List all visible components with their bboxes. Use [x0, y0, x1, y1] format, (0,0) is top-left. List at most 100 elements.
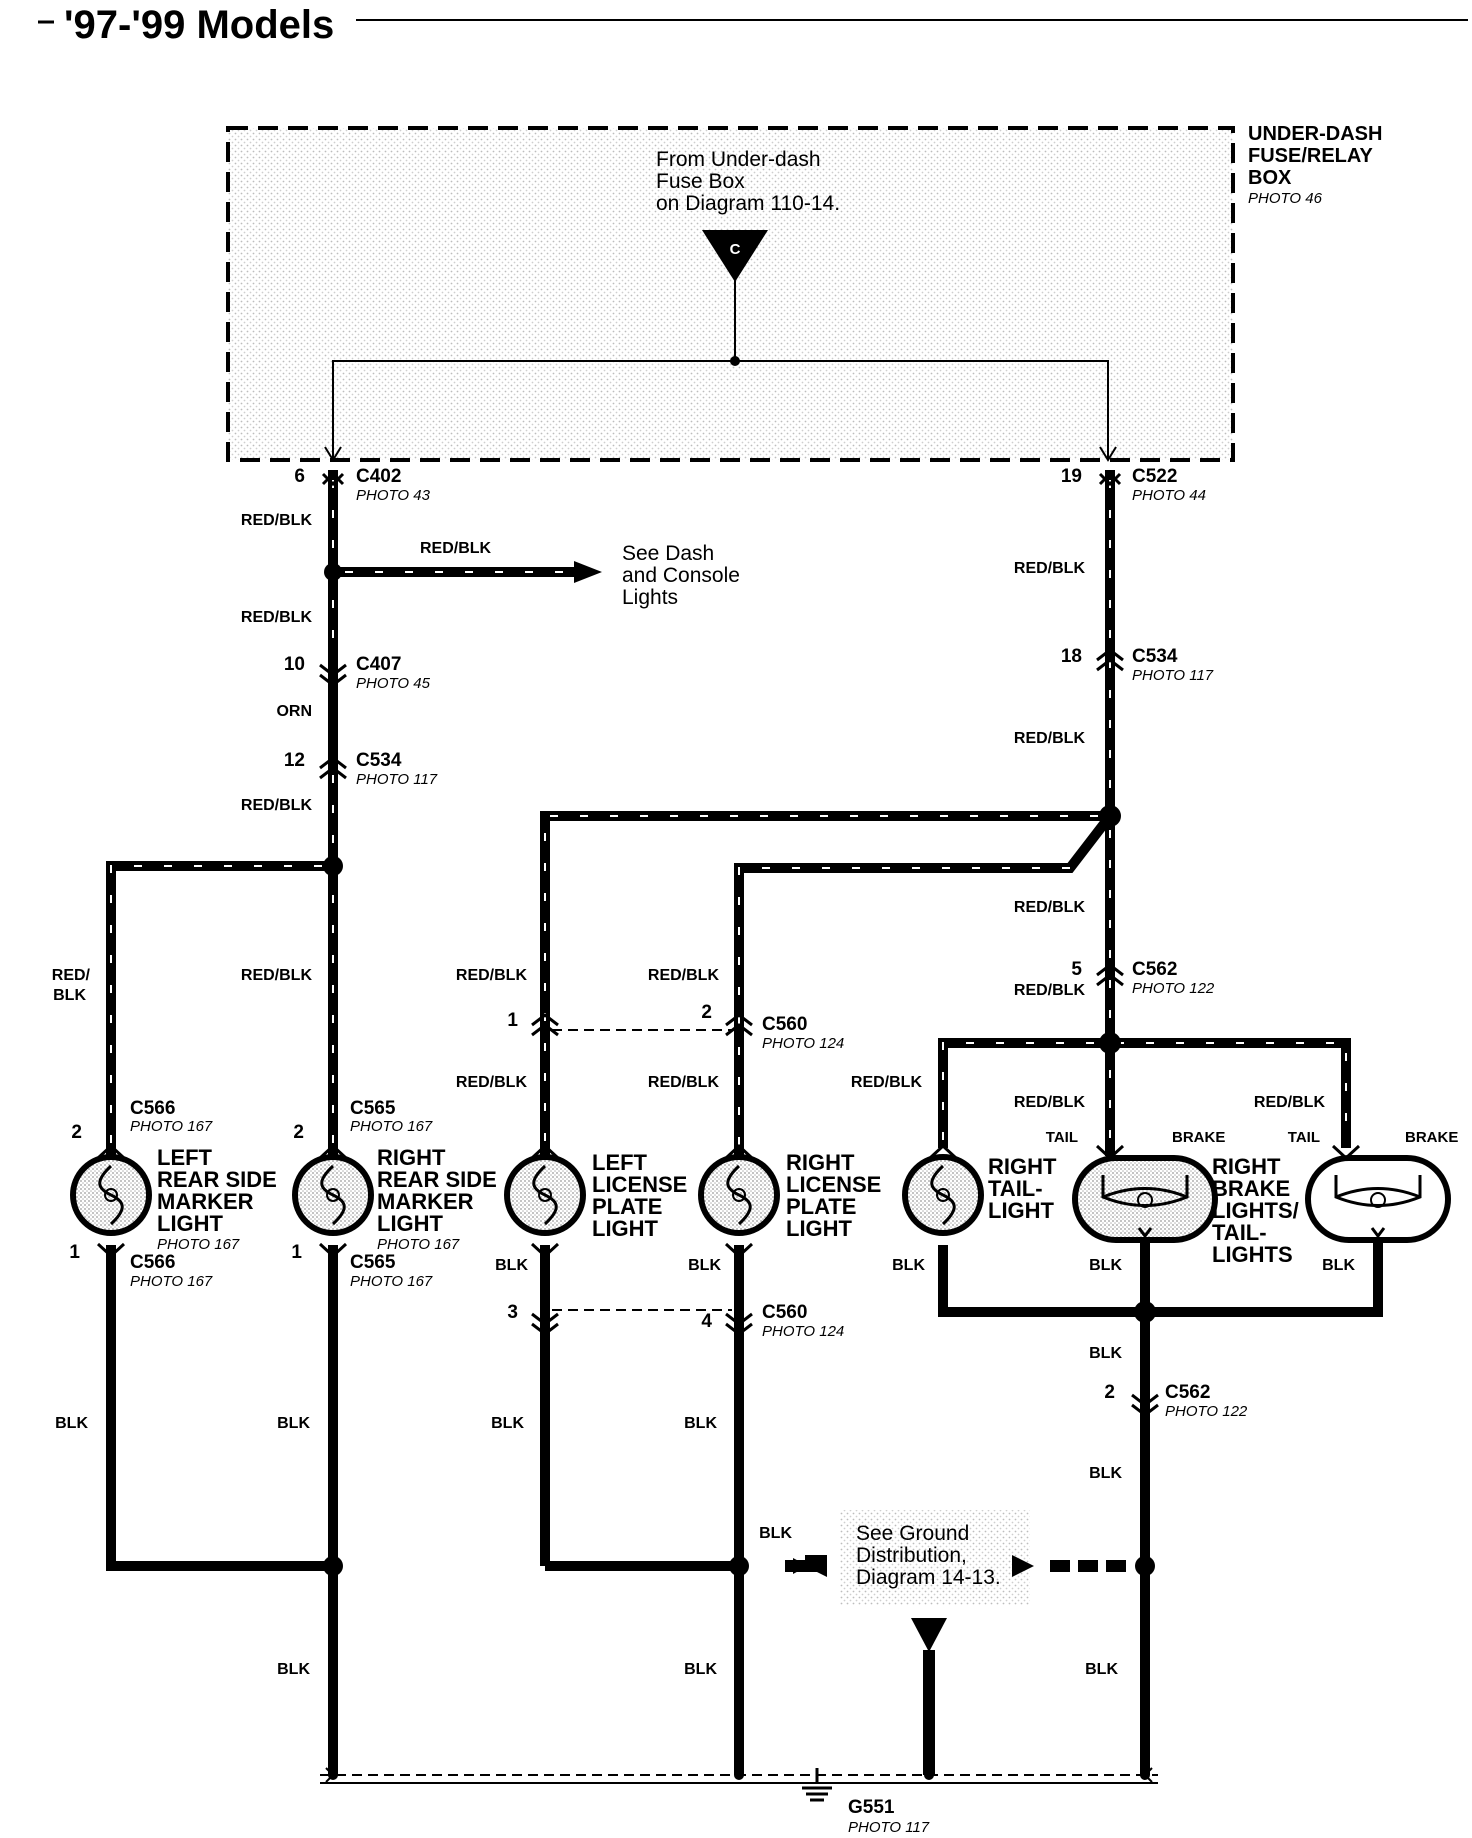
connector-photo: PHOTO 122 [1165, 1403, 1248, 1420]
pin-label: 1 [69, 1242, 80, 1263]
connector-photo: PHOTO 43 [356, 487, 431, 504]
connector-name: C562 [1165, 1382, 1210, 1403]
connector-name: C566 [130, 1098, 175, 1119]
left-license-label: LIGHT [592, 1216, 659, 1241]
source-note-1: From Under-dash [656, 148, 821, 171]
left-license-label: LICENSE [592, 1172, 687, 1197]
wire-color-label: BLK [491, 1415, 524, 1432]
fuse-box-label-3: BOX [1248, 167, 1292, 189]
fuse-box-label-2: FUSE/RELAY [1248, 145, 1374, 167]
source-marker-triangle [702, 230, 768, 282]
source-note-2: Fuse Box [656, 170, 745, 193]
right-marker-label: REAR SIDE [377, 1167, 497, 1192]
source-marker-label: C [730, 241, 741, 258]
right-tail-label: RIGHT [988, 1154, 1057, 1179]
connector-name: C534 [1132, 646, 1178, 667]
component-labels: LEFT REAR SIDE MARKER LIGHT PHOTO 167 RI… [157, 1129, 1458, 1267]
right-marker-photo: PHOTO 167 [377, 1236, 460, 1253]
connector-name: C560 [762, 1014, 807, 1035]
connector-photo: PHOTO 167 [350, 1273, 433, 1290]
connector-name: C407 [356, 654, 401, 675]
connector-photo: PHOTO 124 [762, 1323, 844, 1340]
wire-color-label: BLK [684, 1661, 717, 1678]
brake-label: LIGHTS [1212, 1242, 1293, 1267]
pin-label: 2 [71, 1122, 82, 1143]
left-license-label: LEFT [592, 1150, 648, 1175]
left-marker-bulb [70, 1154, 152, 1236]
wire-color-label: RED/BLK [241, 967, 313, 984]
ground-note-3: Diagram 14-13. [856, 1566, 1001, 1589]
connector-name: C534 [356, 750, 402, 771]
wire-color-label: BLK [688, 1257, 721, 1274]
pin-label: 1 [291, 1242, 302, 1263]
wire-color-label: RED/BLK [241, 512, 313, 529]
pin-label: 5 [1071, 959, 1082, 980]
pin-label: 2 [701, 1002, 712, 1023]
connector-c560-links [552, 1029, 732, 1311]
pin-label: 18 [1061, 646, 1082, 667]
wire-color-label: RED/BLK [1014, 899, 1086, 916]
wire-color-label: BLK [759, 1525, 792, 1542]
source-note-3: on Diagram 110-14. [656, 192, 840, 215]
connector-symbols [96, 471, 1361, 1417]
wire-color-label: RED/BLK [1014, 730, 1086, 747]
pin-label: 2 [1104, 1382, 1115, 1403]
wire-color-label: RED/BLK [1014, 560, 1086, 577]
wire-color-label: BLK [1089, 1257, 1122, 1274]
left-license-label: PLATE [592, 1194, 662, 1219]
connector-photo: PHOTO 167 [130, 1273, 213, 1290]
dash-note-3: Lights [622, 586, 678, 609]
wire-color-label: RED/BLK [241, 609, 313, 626]
wire-color-label: BLK [1089, 1465, 1122, 1482]
connector-labels: 6 C402 PHOTO 43 19 C522 PHOTO 44 10 C407… [69, 466, 1247, 1420]
wire-color-label: BLK [53, 987, 86, 1004]
right-marker-label: LIGHT [377, 1211, 444, 1236]
wire-color-label: RED/BLK [420, 540, 492, 557]
wire-color-label: BLK [495, 1257, 528, 1274]
right-license-label: LICENSE [786, 1172, 881, 1197]
wire-color-label: RED/BLK [1254, 1094, 1326, 1111]
left-marker-label: LEFT [157, 1145, 213, 1170]
left-marker-label: REAR SIDE [157, 1167, 277, 1192]
right-license-bulb [698, 1154, 780, 1236]
pin-label: 2 [293, 1122, 304, 1143]
pin-label: 19 [1061, 466, 1082, 487]
wire-color-label: BLK [892, 1257, 925, 1274]
ground-symbol-icon [802, 1768, 832, 1802]
right-tail-label: TAIL- [988, 1176, 1043, 1201]
wire-color-label: BLK [277, 1415, 310, 1432]
ground-note-1: See Ground [856, 1522, 969, 1545]
brake-terminal-label: BRAKE [1172, 1129, 1225, 1146]
wire-color-label: ORN [276, 703, 312, 720]
right-license-label: PLATE [786, 1194, 856, 1219]
ground-note-2: Distribution, [856, 1544, 967, 1567]
right-marker-label: RIGHT [377, 1145, 446, 1170]
wire-color-label: RED/BLK [1014, 982, 1086, 999]
brake-bulb-1 [1072, 1155, 1218, 1243]
bulbs [70, 1154, 1451, 1243]
ground-bus: G551 PHOTO 117 [320, 1767, 1158, 1836]
right-tail-label: LIGHT [988, 1198, 1055, 1223]
connector-photo: PHOTO 44 [1132, 487, 1206, 504]
connector-photo: PHOTO 167 [350, 1118, 433, 1135]
right-license-label: LIGHT [786, 1216, 853, 1241]
pin-label: 12 [284, 750, 305, 771]
wire-color-label: BLK [55, 1415, 88, 1432]
pin-label: 6 [294, 466, 305, 487]
connector-name: C560 [762, 1302, 807, 1323]
page-title: '97-'99 Models [38, 3, 1468, 47]
brake-label: RIGHT [1212, 1154, 1281, 1179]
ground-photo: PHOTO 117 [848, 1819, 930, 1836]
connector-photo: PHOTO 117 [356, 771, 438, 788]
dash-note-2: and Console [622, 564, 740, 587]
fuse-box-label-1: UNDER-DASH [1248, 123, 1382, 145]
wire-color-label: RED/BLK [456, 967, 528, 984]
wire-color-label: BLK [1085, 1661, 1118, 1678]
brake-label: BRAKE [1212, 1176, 1290, 1201]
left-marker-photo: PHOTO 167 [157, 1236, 240, 1253]
connector-photo: PHOTO 117 [1132, 667, 1214, 684]
tail-terminal-label: TAIL [1046, 1129, 1078, 1146]
right-marker-label: MARKER [377, 1189, 474, 1214]
tail-terminal-label: TAIL [1288, 1129, 1320, 1146]
